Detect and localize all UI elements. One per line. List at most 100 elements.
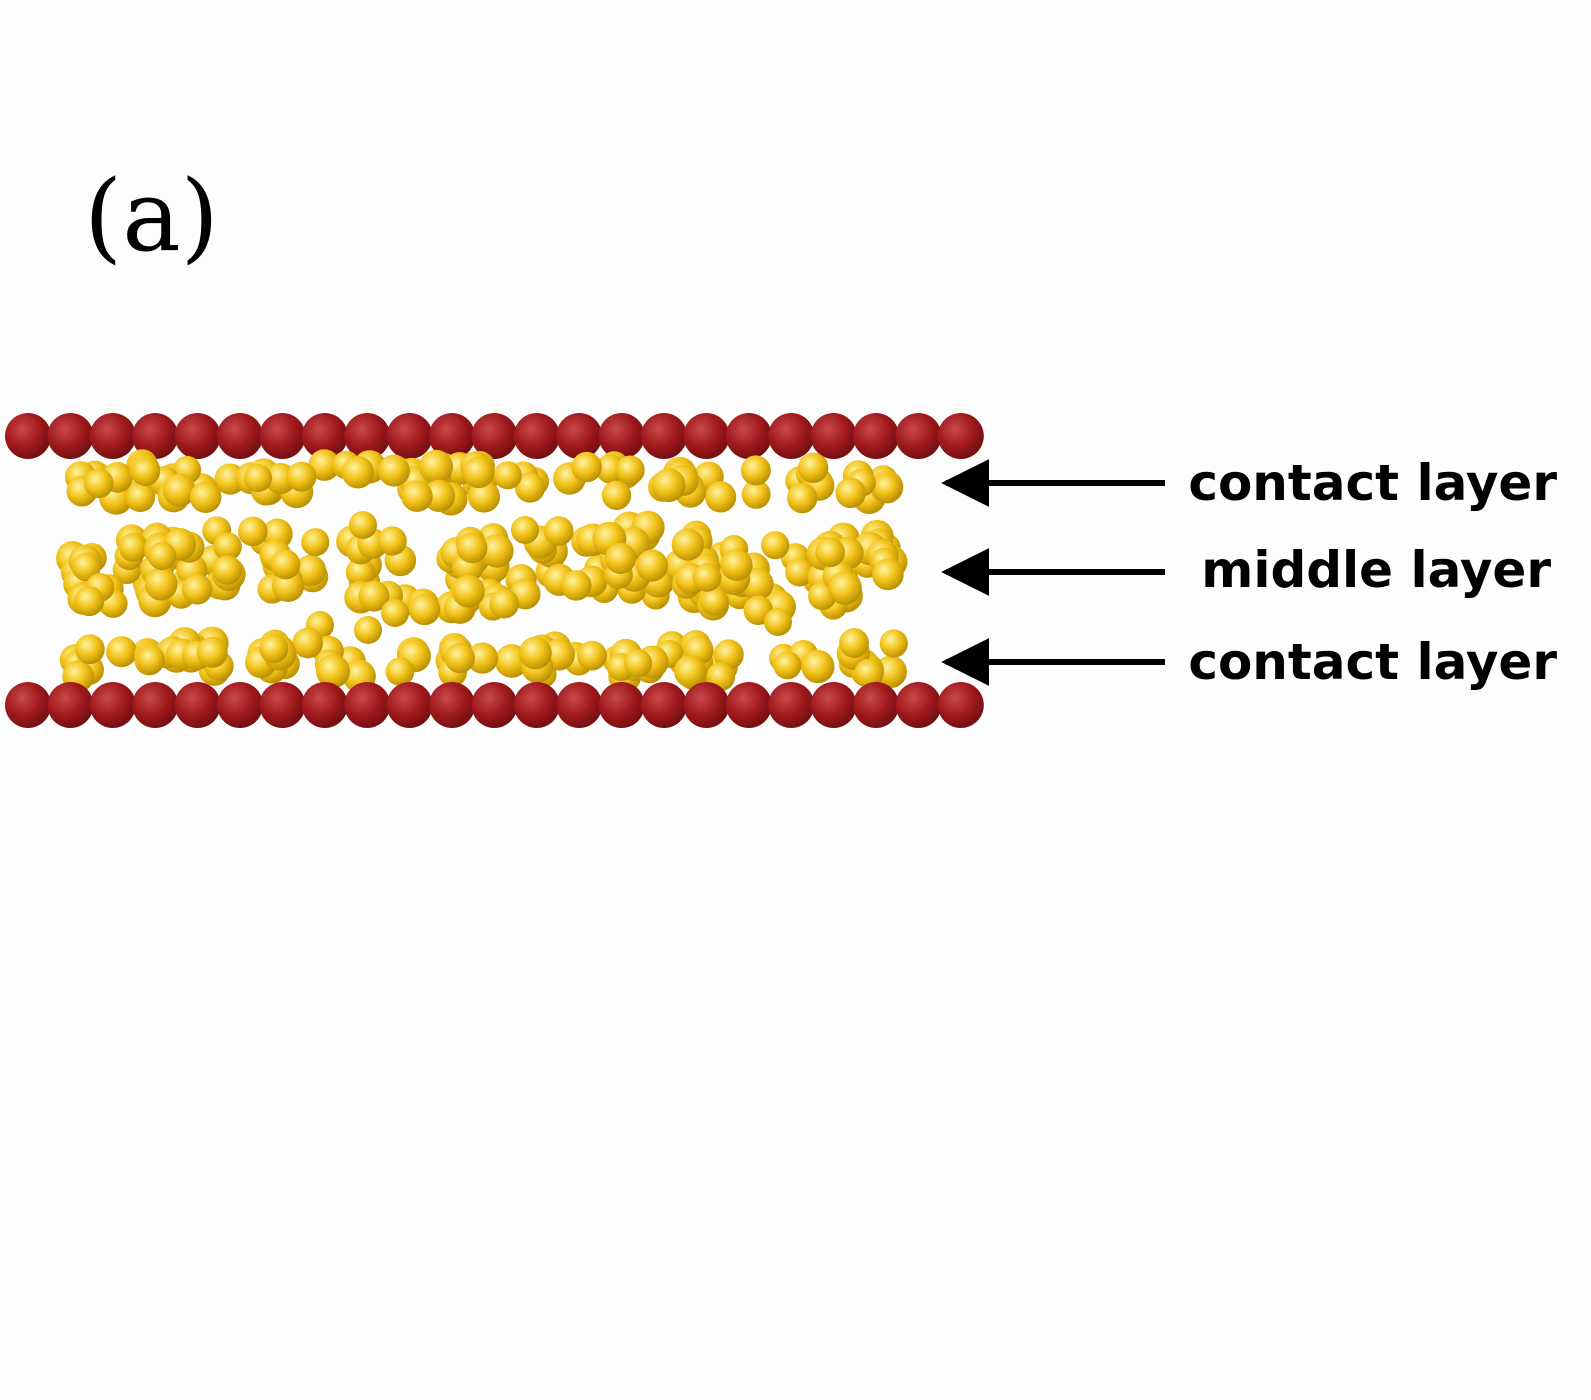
fluid-atom xyxy=(294,554,327,587)
wall-atom xyxy=(641,682,687,728)
fluid-atom xyxy=(286,461,317,492)
fluid-atom xyxy=(511,516,539,544)
fluid-atom xyxy=(571,451,602,483)
fluid-atom xyxy=(773,651,802,680)
fluid-atom xyxy=(835,477,866,509)
fluid-atom xyxy=(797,452,829,484)
wall-atom xyxy=(853,413,899,459)
fluid-atom xyxy=(761,531,790,560)
wall-atom xyxy=(386,682,433,728)
top-contact-layer-label: contact layer xyxy=(1188,454,1557,512)
fluid-atom xyxy=(879,629,908,658)
fluid-atom xyxy=(144,567,178,601)
fluid-atom xyxy=(243,463,273,493)
fluid-atom xyxy=(466,642,499,674)
fluid-atom xyxy=(741,479,771,509)
fluid-atom xyxy=(270,549,301,580)
wall-atom xyxy=(556,413,603,459)
wall-atom xyxy=(47,413,94,459)
fluid-atom xyxy=(125,482,156,513)
fluid-atom xyxy=(444,642,475,674)
fluid-atom xyxy=(740,455,771,486)
fluid-atom xyxy=(623,649,653,678)
wall-atom xyxy=(301,682,348,728)
top-wall-atoms xyxy=(5,413,984,459)
fluid-atom xyxy=(378,454,410,487)
fluid-atom xyxy=(872,558,904,591)
fluid-atom xyxy=(635,549,668,582)
fluid-atom xyxy=(785,558,814,587)
wall-atom xyxy=(132,682,179,728)
fluid-atom xyxy=(615,455,645,485)
fluid-atom xyxy=(692,562,722,592)
fluid-atom xyxy=(713,639,744,670)
fluid-atom xyxy=(704,481,737,513)
wall-atom xyxy=(513,682,560,728)
bottom-wall-atoms xyxy=(5,682,984,728)
fluid-atom xyxy=(377,526,407,556)
fluid-atom xyxy=(196,636,228,668)
fluid-atom xyxy=(872,473,902,503)
fluid-atom xyxy=(354,616,382,644)
fluid-atom xyxy=(162,473,196,507)
wall-atom xyxy=(5,682,51,728)
fluid-atom xyxy=(213,532,242,561)
fluid-atom xyxy=(75,634,105,665)
fluid-atom xyxy=(385,657,415,686)
fluid-atom xyxy=(787,482,818,514)
fluid-atom xyxy=(514,472,546,503)
fluid-atom xyxy=(839,628,869,659)
fluid-atom xyxy=(827,570,862,605)
wall-atom xyxy=(174,682,221,728)
fluid-atom xyxy=(316,654,350,689)
fluid-atom xyxy=(422,479,456,512)
wall-atom xyxy=(217,682,263,728)
wall-atom xyxy=(768,413,815,459)
wall-atom xyxy=(259,413,306,459)
wall-atom xyxy=(725,682,772,728)
fluid-atom xyxy=(237,516,268,547)
fluid-atom xyxy=(308,449,341,481)
wall-atom xyxy=(895,682,942,728)
fluid-atom xyxy=(71,552,101,582)
fluid-atom xyxy=(518,636,552,670)
fluid-atom xyxy=(136,645,165,674)
wall-atom xyxy=(556,682,603,728)
wall-atom xyxy=(641,413,687,459)
bottom-contact-layer-atoms xyxy=(59,626,908,693)
wall-atom xyxy=(895,413,942,459)
fluid-atom xyxy=(489,588,520,619)
wall-atom xyxy=(344,682,391,728)
wall-atom xyxy=(937,682,984,728)
wall-atom xyxy=(217,413,263,459)
fluid-atom xyxy=(764,608,792,636)
fluid-atom xyxy=(83,468,114,499)
wall-atom xyxy=(853,682,899,728)
fluid-atom xyxy=(147,541,177,571)
fluid-atom xyxy=(419,449,453,484)
wall-atom xyxy=(89,682,136,728)
fluid-atom xyxy=(651,468,686,503)
fluid-atom xyxy=(493,461,522,490)
fluid-atom xyxy=(131,457,161,487)
wall-atom xyxy=(259,682,306,728)
wall-atom xyxy=(344,413,391,459)
fluid-atom xyxy=(577,640,607,671)
fluid-atom xyxy=(854,658,884,689)
wall-atom xyxy=(683,413,730,459)
wall-atom xyxy=(725,413,772,459)
fluid-atom xyxy=(543,516,574,546)
fluid-atom xyxy=(118,532,148,562)
fluid-atom xyxy=(801,649,835,684)
fluid-atom xyxy=(601,480,632,510)
fluid-atom xyxy=(815,537,845,568)
middle-layer-atoms xyxy=(56,510,908,644)
fluid-atom xyxy=(673,655,707,688)
fluid-atom xyxy=(456,532,488,564)
wall-atom xyxy=(47,682,94,728)
fluid-atom xyxy=(292,627,324,659)
panel-label: (a) xyxy=(84,160,219,274)
wall-atom xyxy=(386,413,433,459)
fluid-atom xyxy=(604,542,637,574)
